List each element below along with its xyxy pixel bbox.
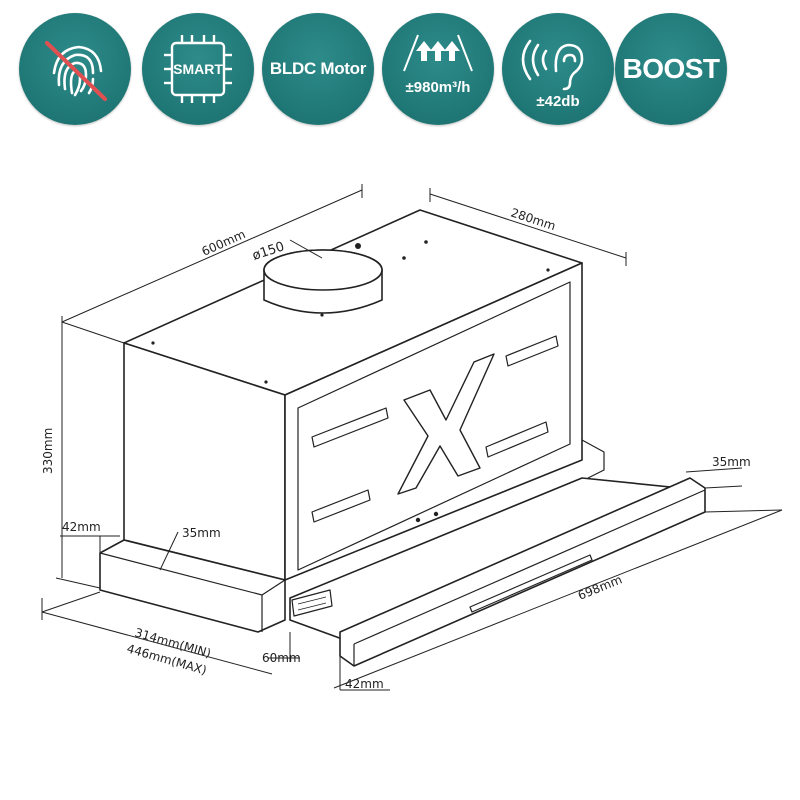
dim-front-panel-label: 35mm <box>712 455 751 469</box>
dim-height-label: 330mm <box>41 428 55 474</box>
fingerprint-crossed-icon <box>45 41 107 101</box>
airflow-arrows-icon <box>403 34 473 72</box>
badge-boost: BOOST <box>615 13 727 125</box>
badge-bldc-motor: BLDC Motor <box>262 13 374 125</box>
badge-noise: ±42db <box>502 13 614 125</box>
badge-label: SMART <box>173 61 223 77</box>
dim-drawer-length-label: 698mm <box>576 572 624 602</box>
dim-depth-label: 280mm <box>509 206 557 234</box>
badge-label: ±980m³/h <box>405 79 471 96</box>
dim-base-height-label: 42mm <box>62 520 101 534</box>
badge-airflow: ±980m³/h <box>382 13 494 125</box>
badge-label: ±42db <box>536 93 580 110</box>
feature-badges: SMART BLDC Motor ±980m³/h <box>0 0 800 130</box>
dim-bottom-side-label: 60mm <box>262 651 301 665</box>
badge-label: BOOST <box>622 53 720 84</box>
badge-smart: SMART <box>142 13 254 125</box>
dim-base-width-label: 35mm <box>182 526 221 540</box>
ear-sound-icon <box>521 39 584 91</box>
x-logo <box>397 353 495 495</box>
chip-icon <box>164 35 232 103</box>
dim-width-label: 600mm <box>200 227 248 259</box>
badge-label: BLDC Motor <box>269 59 367 78</box>
hood-side-face <box>284 262 583 581</box>
hood-front-face <box>123 342 286 581</box>
dim-front-height-label: 42mm <box>345 677 384 691</box>
hood-dimension-drawing: 600mm 280mm 330mm ø150 35mm 42mm 35mm 31… <box>41 184 783 691</box>
badge-no-fingerprint <box>19 13 131 125</box>
